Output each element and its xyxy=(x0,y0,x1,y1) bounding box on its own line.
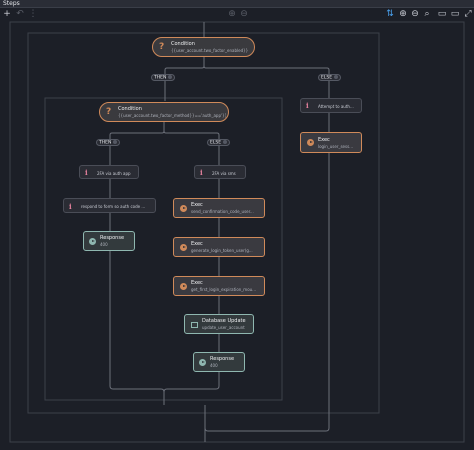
condition-title: Condition xyxy=(171,41,195,47)
exec-title: Exec xyxy=(191,241,203,247)
exec-send-node[interactable]: Exec send_confirmation_code_user... xyxy=(173,198,265,218)
info-icon: i xyxy=(306,101,309,110)
condition-expression: {{user_account.two_factor_enabled}} xyxy=(171,48,249,53)
response-status: 400 xyxy=(210,363,218,368)
zoom-out-icon[interactable]: ⊖ xyxy=(411,9,419,19)
toolbar: + ↶ ⋮ ⊕ ⊖ ⇅ ⊕ ⊖ ⌕ ▭ ▭ ⤢ xyxy=(0,9,474,21)
exec-title: Exec xyxy=(191,280,203,286)
condition-node-1[interactable]: ? Condition {{user_account.two_factor_en… xyxy=(152,37,255,57)
folder-icon[interactable]: ▭ xyxy=(450,9,460,19)
more-icon[interactable]: ⋮ xyxy=(28,9,38,19)
note-text: respond to form so auth code ... xyxy=(81,204,146,209)
play-icon xyxy=(180,283,187,290)
info-icon: i xyxy=(200,168,203,177)
response-title: Response xyxy=(210,356,235,362)
question-icon: ? xyxy=(106,107,112,117)
response-node-1[interactable]: Response 400 xyxy=(83,231,135,251)
zoom-in-disabled-icon[interactable]: ⊕ xyxy=(228,9,236,19)
db-title: Database Update xyxy=(202,318,246,324)
play-icon xyxy=(180,244,187,251)
exec-subtitle: login_user_sess... xyxy=(318,144,353,149)
exec-subtitle: generate_login_token_user(g... xyxy=(191,248,253,253)
note-2fa-sms[interactable]: i 2FA via sms xyxy=(194,165,246,179)
layout-icon[interactable]: ⇅ xyxy=(386,9,394,19)
chevron-down-icon xyxy=(113,140,118,144)
condition-node-2[interactable]: ? Condition {{user_account.two_factor_me… xyxy=(99,102,229,122)
chevron-down-icon xyxy=(334,75,339,79)
branch-else-1[interactable]: ELSE xyxy=(318,74,342,81)
branch-else-2[interactable]: ELSE xyxy=(207,139,231,146)
zoom-out-disabled-icon[interactable]: ⊖ xyxy=(240,9,248,19)
chevron-down-icon xyxy=(168,75,173,79)
branch-then-2[interactable]: THEN xyxy=(96,139,121,146)
info-icon: i xyxy=(69,202,72,211)
exec-title: Exec xyxy=(318,137,330,143)
exec-subtitle: get_first_login_expiration_mou... xyxy=(191,287,256,292)
exec-login-node[interactable]: Exec login_user_sess... xyxy=(300,132,362,153)
note-text: 2FA via auth app xyxy=(97,171,131,176)
plus-icon[interactable]: + xyxy=(3,9,11,19)
panel-title: Steps xyxy=(0,0,474,8)
note-attempt[interactable]: i Attempt to auth... xyxy=(300,98,362,113)
response-node-2[interactable]: Response 400 xyxy=(193,352,245,372)
exec-get-node[interactable]: Exec get_first_login_expiration_mou... xyxy=(173,276,265,296)
play-icon xyxy=(307,139,314,146)
play-icon xyxy=(180,205,187,212)
response-title: Response xyxy=(100,235,125,241)
table-icon xyxy=(191,322,198,328)
outer-frame xyxy=(9,21,465,443)
question-icon: ? xyxy=(159,42,165,52)
response-icon xyxy=(199,359,206,366)
response-icon xyxy=(89,238,96,245)
folder-open-icon[interactable]: ▭ xyxy=(437,9,447,19)
chevron-down-icon xyxy=(223,140,228,144)
response-status: 400 xyxy=(100,242,108,247)
search-icon[interactable]: ⌕ xyxy=(424,9,430,19)
exec-title: Exec xyxy=(191,202,203,208)
exec-subtitle: send_confirmation_code_user... xyxy=(191,209,254,214)
db-subtitle: update_user_account xyxy=(202,325,245,330)
condition-title: Condition xyxy=(118,106,142,112)
exec-generate-node[interactable]: Exec generate_login_token_user(g... xyxy=(173,237,265,257)
branch-then-1[interactable]: THEN xyxy=(151,74,176,81)
database-update-node[interactable]: Database Update update_user_account xyxy=(184,314,254,334)
note-2fa-app[interactable]: i 2FA via auth app xyxy=(79,165,139,179)
info-icon: i xyxy=(85,168,88,177)
expand-icon[interactable]: ⤢ xyxy=(464,9,472,19)
note-text: Attempt to auth... xyxy=(318,104,354,109)
note-text: 2FA via sms xyxy=(212,171,236,176)
condition-expression: {{user_account.two_factor_method}}=='aut… xyxy=(118,113,226,118)
undo-icon[interactable]: ↶ xyxy=(16,9,24,19)
note-respond[interactable]: i respond to form so auth code ... xyxy=(63,198,156,213)
zoom-in-icon[interactable]: ⊕ xyxy=(399,9,407,19)
